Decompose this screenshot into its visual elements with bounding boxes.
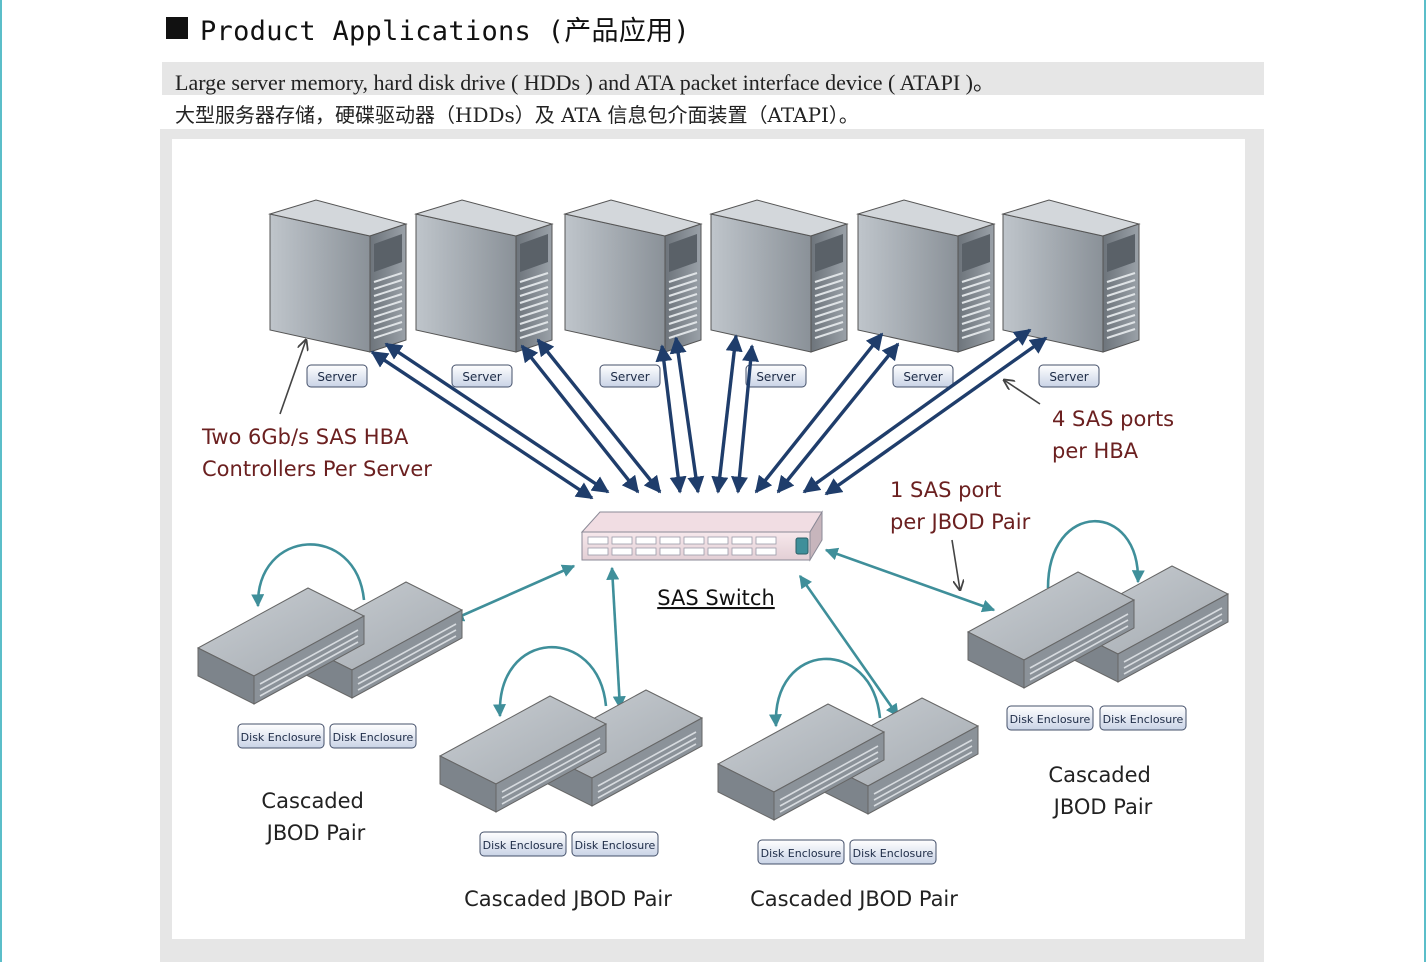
sas-ports-annotation-pointer — [1004, 380, 1041, 405]
jbod-3-enclosure-label-1: Disk Enclosure — [761, 847, 842, 860]
server-label-2: Server — [451, 364, 513, 388]
server-label-text-6: Server — [1049, 370, 1088, 384]
server-label-4: Server — [745, 364, 807, 388]
jbod-4-enclosure-label-1: Disk Enclosure — [1010, 713, 1091, 726]
hba-annotation-line-2: Controllers Per Server — [202, 457, 432, 481]
server-node-3 — [564, 199, 702, 353]
jbod-4-caption: Cascaded JBOD Pair — [1048, 763, 1157, 819]
jbod-2-caption: Cascaded JBOD Pair — [464, 887, 672, 911]
switch-jbod-links — [450, 547, 996, 718]
jbod-1-enclosure-label-1: Disk Enclosure — [241, 731, 322, 744]
jbod-port-annotation-line-2: per JBOD Pair — [890, 510, 1031, 534]
server-label-text-2: Server — [462, 370, 501, 384]
jbod-3-caption: Cascaded JBOD Pair — [750, 887, 958, 911]
jbod-4-enclosure-label-2: Disk Enclosure — [1103, 713, 1184, 726]
server-node-6 — [1002, 199, 1140, 353]
black-square-icon — [166, 17, 188, 39]
server-label-text-5: Server — [903, 370, 942, 384]
hba-annotation-pointer — [279, 340, 306, 415]
hba-annotation-line-1: Two 6Gb/s SAS HBA — [201, 425, 409, 449]
description-english: Large server memory, hard disk drive ( H… — [175, 70, 995, 95]
server-label-text-3: Server — [610, 370, 649, 384]
jbod-port-annotation-pointer — [951, 539, 960, 590]
jbod-pair-1: Disk Enclosure Disk Enclosure Cascaded J… — [197, 543, 463, 845]
description-chinese: 大型服务器存储，硬碟驱动器（HDDs）及 ATA 信息包介面装置（ATAPI）。 — [175, 103, 859, 127]
sas-switch-label: SAS Switch — [657, 586, 775, 610]
jbod-4-caption-line-1: Cascaded — [1048, 763, 1150, 787]
hba-annotation: Two 6Gb/s SAS HBA Controllers Per Server — [201, 425, 432, 481]
section-title-text: Product Applications (产品应用) — [200, 15, 690, 47]
jbod-2-enclosure-label-1: Disk Enclosure — [483, 839, 564, 852]
jbod-4-caption-line-2: JBOD Pair — [1052, 795, 1153, 819]
server-node-4 — [710, 199, 848, 353]
jbod-port-annotation: 1 SAS port per JBOD Pair — [890, 478, 1031, 534]
page-edge-left — [0, 0, 2, 962]
jbod-pair-4: Disk Enclosure Disk Enclosure Cascaded J… — [967, 520, 1229, 819]
section-title: Product Applications (产品应用) — [166, 8, 690, 48]
sas-switch — [580, 510, 823, 562]
jbod-2-enclosure-label-2: Disk Enclosure — [575, 839, 656, 852]
jbod-3-enclosure-label-2: Disk Enclosure — [853, 847, 934, 860]
server-node-2 — [415, 199, 553, 353]
sas-ports-annotation-line-1: 4 SAS ports — [1052, 407, 1174, 431]
sas-ports-annotation: 4 SAS ports per HBA — [1052, 407, 1181, 463]
server-label-6: Server — [1038, 364, 1100, 388]
description-english-bar: Large server memory, hard disk drive ( H… — [162, 62, 1264, 95]
server-label-text-1: Server — [317, 370, 356, 384]
server-label-5: Server — [892, 364, 954, 388]
jbod-pair-3: Disk Enclosure Disk Enclosure Cascaded J… — [717, 657, 979, 911]
jbod-1-caption-line-1: Cascaded — [261, 789, 363, 813]
server-label-text-4: Server — [756, 370, 795, 384]
server-node-1 — [269, 199, 407, 353]
sas-ports-annotation-line-2: per HBA — [1052, 439, 1139, 463]
jbod-port-annotation-line-1: 1 SAS port — [890, 478, 1001, 502]
server-label-1: Server — [306, 364, 368, 388]
jbod-1-enclosure-label-2: Disk Enclosure — [333, 731, 414, 744]
server-node-5 — [857, 199, 995, 353]
jbod-pair-2: Disk Enclosure Disk Enclosure Cascaded J… — [439, 645, 703, 911]
jbod-1-caption-line-2: JBOD Pair — [265, 821, 366, 845]
server-switch-links — [370, 328, 1048, 500]
server-label-3: Server — [599, 364, 661, 388]
jbod-1-caption: Cascaded JBOD Pair — [261, 789, 370, 845]
page-edge-right — [1424, 0, 1426, 962]
